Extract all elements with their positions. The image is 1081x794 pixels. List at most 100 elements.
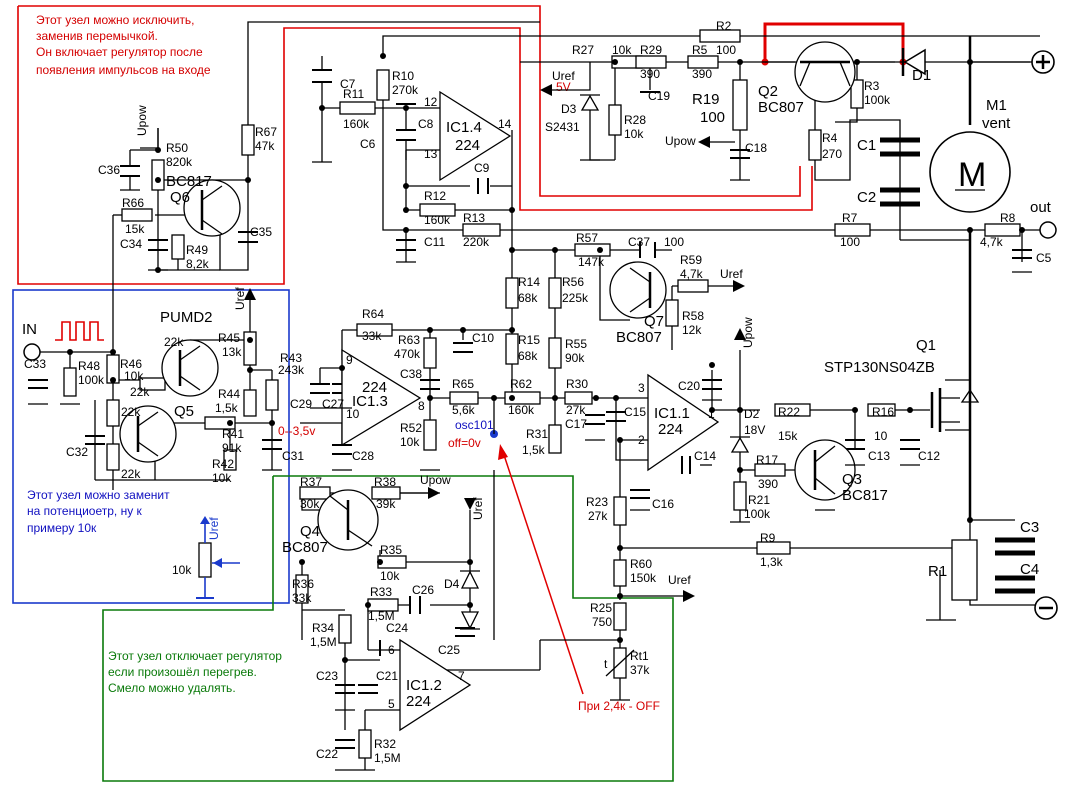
svg-text:C27: C27 xyxy=(322,397,344,411)
svg-text:если произошёл перегрев.: если произошёл перегрев. xyxy=(108,665,257,679)
svg-text:22k: 22k xyxy=(121,467,141,481)
r38-body xyxy=(371,486,401,500)
svg-text:R11: R11 xyxy=(343,87,364,101)
svg-text:R30: R30 xyxy=(566,377,588,391)
svg-text:R32: R32 xyxy=(374,737,396,751)
svg-text:220k: 220k xyxy=(463,235,490,249)
svg-text:90k: 90k xyxy=(565,351,585,365)
svg-text:R36: R36 xyxy=(292,577,314,591)
c21-body xyxy=(358,684,378,694)
svg-text:100k: 100k xyxy=(744,507,771,521)
svg-text:BC807: BC807 xyxy=(282,539,328,556)
svg-text:100k: 100k xyxy=(864,93,891,107)
svg-text:Q5: Q5 xyxy=(174,403,194,420)
c4-body xyxy=(995,575,1035,594)
svg-text:Upow: Upow xyxy=(741,317,755,348)
svg-text:3: 3 xyxy=(638,381,645,395)
svg-text:224: 224 xyxy=(658,421,683,438)
svg-text:IC1.2: IC1.2 xyxy=(406,677,442,694)
svg-text:R41: R41 xyxy=(222,427,244,441)
svg-text:C36: C36 xyxy=(98,163,120,177)
off0-note: off=0v xyxy=(448,436,481,450)
svg-text:C5: C5 xyxy=(1036,251,1052,265)
supply-arrows xyxy=(140,84,746,602)
svg-text:Этот узел можно заменит: Этот узел можно заменит xyxy=(27,488,170,502)
svg-text:t: t xyxy=(604,657,608,671)
r41-body xyxy=(204,416,236,430)
svg-text:C6: C6 xyxy=(360,137,376,151)
d3-body xyxy=(580,94,600,111)
svg-text:Uref: Uref xyxy=(720,267,743,281)
svg-text:C3: C3 xyxy=(1020,519,1039,536)
svg-text:Uref: Uref xyxy=(207,517,221,540)
svg-text:8,2k: 8,2k xyxy=(186,257,210,271)
svg-text:100: 100 xyxy=(700,109,725,126)
svg-text:10k: 10k xyxy=(172,563,192,577)
svg-text:R67: R67 xyxy=(255,125,277,139)
in-terminal[interactable] xyxy=(23,343,41,361)
svg-text:Uref: Uref xyxy=(552,69,575,83)
opamps xyxy=(341,90,720,732)
r34-body xyxy=(338,614,352,644)
r37-body xyxy=(299,486,331,500)
svg-text:160k: 160k xyxy=(508,403,535,417)
svg-text:39k: 39k xyxy=(376,497,396,511)
svg-text:C20: C20 xyxy=(678,379,700,393)
r59-body xyxy=(677,279,709,293)
svg-text:14: 14 xyxy=(498,117,512,131)
svg-text:10k: 10k xyxy=(380,569,400,583)
svg-text:Q4: Q4 xyxy=(300,523,320,540)
svg-text:R22: R22 xyxy=(778,405,800,419)
svg-text:C28: C28 xyxy=(352,449,374,463)
r10-body xyxy=(376,69,390,101)
svg-text:1,5M: 1,5M xyxy=(368,609,395,623)
svg-text:1,5k: 1,5k xyxy=(215,401,239,415)
svg-text:Upow: Upow xyxy=(135,105,149,136)
r22-2-body xyxy=(106,443,120,471)
svg-text:R10: R10 xyxy=(392,69,414,83)
r48-body xyxy=(63,367,77,397)
r17-body xyxy=(754,463,786,477)
c26-body xyxy=(409,596,421,614)
svg-text:C18: C18 xyxy=(745,141,767,155)
svg-text:R28: R28 xyxy=(624,113,646,127)
ic13-body xyxy=(341,348,422,447)
r50-body xyxy=(151,159,165,191)
r22b-body xyxy=(774,403,811,417)
svg-text:R29: R29 xyxy=(640,43,662,57)
svg-text:390: 390 xyxy=(692,67,712,81)
svg-text:BC817: BC817 xyxy=(166,173,212,190)
motor-icon: M xyxy=(929,131,1011,213)
svg-text:C22: C22 xyxy=(316,747,338,761)
svg-text:появления импульсов на входе: появления импульсов на входе xyxy=(36,63,211,77)
r32-body xyxy=(358,729,372,759)
svg-text:R17: R17 xyxy=(756,453,778,467)
svg-text:R2: R2 xyxy=(716,19,732,33)
c9-body xyxy=(477,178,489,194)
plus-icon[interactable] xyxy=(1031,50,1055,74)
svg-text:D2: D2 xyxy=(744,407,760,421)
svg-text:147k: 147k xyxy=(578,255,605,269)
svg-text:10k: 10k xyxy=(624,127,644,141)
svg-text:8: 8 xyxy=(418,399,425,413)
svg-text:10: 10 xyxy=(346,407,360,421)
diodes xyxy=(460,48,926,679)
r15-body xyxy=(505,333,519,365)
r62-body xyxy=(504,391,541,405)
svg-text:S2431: S2431 xyxy=(545,120,580,134)
q5-body xyxy=(119,405,177,463)
svg-text:18V: 18V xyxy=(744,423,765,437)
svg-text:R65: R65 xyxy=(452,377,474,391)
c1-body xyxy=(880,137,920,157)
ic11-body xyxy=(647,373,720,472)
r49-body xyxy=(171,234,185,260)
grounds xyxy=(28,159,1032,771)
c18-body xyxy=(730,149,750,159)
svg-text:160k: 160k xyxy=(343,117,370,131)
out-terminal[interactable] xyxy=(1039,221,1057,239)
svg-text:C31: C31 xyxy=(282,449,304,463)
svg-text:12: 12 xyxy=(424,95,438,109)
minus-icon[interactable] xyxy=(1034,596,1058,620)
svg-text:15k: 15k xyxy=(778,429,798,443)
svg-text:10k: 10k xyxy=(124,369,144,383)
